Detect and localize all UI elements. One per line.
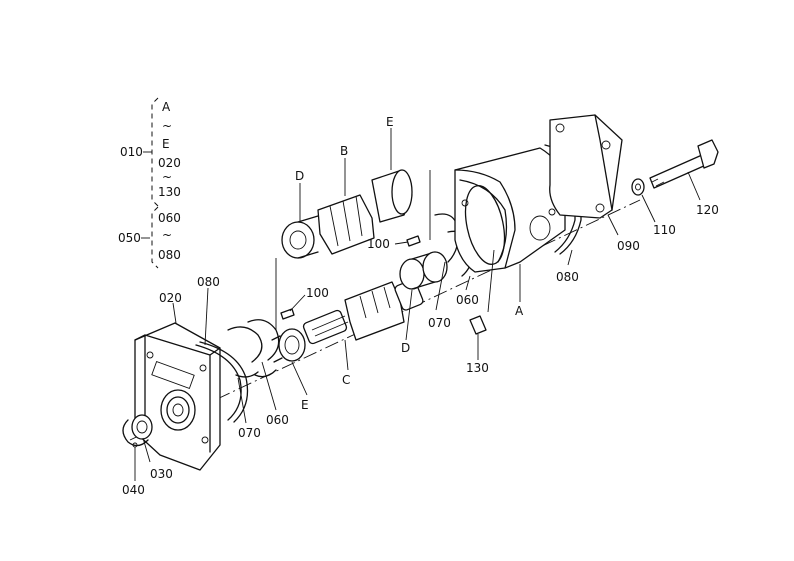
bracket-050	[151, 206, 159, 269]
label-030: 030	[150, 467, 173, 481]
label-a: A	[515, 304, 524, 318]
label-100-front: 100	[306, 286, 329, 300]
label-130: 130	[466, 361, 489, 375]
label-080-rear: 080	[556, 270, 579, 284]
label-060-rear: 060	[456, 293, 479, 307]
plug	[469, 315, 487, 335]
gasket-front	[195, 344, 242, 421]
label-010: 010	[120, 145, 143, 159]
label-070-front: 070	[238, 426, 261, 440]
label-120: 120	[696, 203, 719, 217]
bushing-e-upper	[371, 169, 413, 223]
label-range2-tilde: ~	[162, 170, 172, 184]
assembly-axis	[129, 199, 641, 441]
label-040: 040	[122, 483, 145, 497]
label-range1-start: A	[162, 100, 171, 114]
bushing-e-front	[271, 328, 306, 363]
driven-gear-b	[317, 194, 375, 255]
pump-body-a	[454, 147, 566, 273]
backup-ring-070-front	[227, 326, 263, 363]
label-100-rear: 100	[367, 237, 390, 251]
bushing-d-rear	[399, 251, 448, 290]
oil-seal	[131, 414, 153, 440]
label-070-rear: 070	[428, 316, 451, 330]
label-080-front: 080	[197, 275, 220, 289]
pin-100-front	[280, 308, 295, 320]
label-050: 050	[118, 231, 141, 245]
label-range2-start: 020	[158, 156, 181, 170]
bolt	[649, 139, 719, 189]
label-060-front: 060	[266, 413, 289, 427]
label-110: 110	[653, 223, 676, 237]
assembly-legend: 010 A ~ E 020 ~ 130 050 060 ~ 080	[118, 97, 181, 269]
label-range2-end: 130	[158, 185, 181, 199]
pin-100-rear	[406, 235, 421, 247]
label-c: C	[342, 373, 350, 387]
label-range3-tilde: ~	[162, 228, 172, 242]
gasket-front-inner	[199, 341, 249, 423]
label-090: 090	[617, 239, 640, 253]
circlip	[122, 419, 149, 447]
washer	[631, 178, 645, 196]
label-e-upper: E	[386, 115, 394, 129]
front-cover	[134, 322, 221, 471]
leader-lines	[134, 128, 701, 481]
label-d-rear: D	[401, 341, 410, 355]
label-range3-end: 080	[158, 248, 181, 262]
seal-ring-060-front	[247, 319, 280, 361]
part-labels: 020 080 030 040 070 060 E 100 C D D B E …	[122, 115, 719, 497]
label-range1-end: E	[162, 137, 170, 151]
label-b: B	[340, 144, 348, 158]
label-020: 020	[159, 291, 182, 305]
label-range3-start: 060	[158, 211, 181, 225]
bracket-010	[151, 97, 159, 207]
bushing-d-upper	[281, 215, 319, 259]
drive-gear-c	[302, 279, 424, 345]
rear-cover	[549, 114, 623, 219]
label-range1-tilde: ~	[162, 119, 172, 133]
label-d-upper: D	[295, 169, 304, 183]
label-e-front: E	[301, 398, 309, 412]
